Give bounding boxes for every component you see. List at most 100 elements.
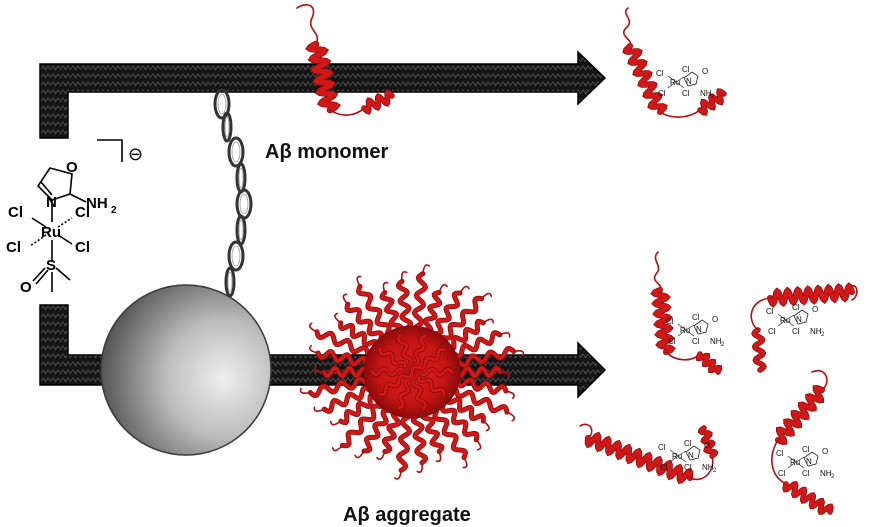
mini-oxygen-label: O xyxy=(812,305,818,314)
product-helix xyxy=(698,426,718,458)
ball-weight xyxy=(100,284,272,456)
aggregate-loop xyxy=(334,312,342,324)
sulfoxide-oxygen-label: O xyxy=(20,279,32,296)
ru-complex-structure xyxy=(29,139,123,292)
mini-nitrogen-label: N xyxy=(806,457,812,466)
mini-amine-label: NH xyxy=(710,337,722,346)
sulfur-label: S xyxy=(46,257,56,274)
mini-nitrogen-label: N xyxy=(796,315,802,324)
mini-chloride-label: Cl xyxy=(792,303,800,312)
chloride-label-lower-right: Cl xyxy=(75,239,90,256)
product-helix xyxy=(585,432,693,484)
chloride-label-lower-left: Cl xyxy=(6,239,21,256)
mini-nitrogen-label: N xyxy=(686,77,692,86)
aggregate-loop xyxy=(382,281,389,294)
mini-chloride-label: Cl xyxy=(778,469,786,478)
mini-chloride-label: Cl xyxy=(656,69,664,78)
mini-amine-label: NH xyxy=(820,469,832,478)
mini-chloride-label: Cl xyxy=(684,463,692,472)
mini-ruthenium-label: Ru xyxy=(680,326,690,335)
amine-subscript: 2 xyxy=(111,205,117,216)
product-helix xyxy=(767,283,855,307)
amine-label: NH xyxy=(86,195,108,212)
aggregate-loop xyxy=(435,450,442,463)
mini-bonds xyxy=(667,75,685,89)
aggregate-loop xyxy=(314,365,325,373)
aggregate-core-helix xyxy=(377,347,447,397)
mini-ruthenium-label: Ru xyxy=(670,78,680,87)
product-helix xyxy=(751,328,767,372)
mini-amine-subscript: 2 xyxy=(721,342,725,348)
mini-chloride-label: Cl xyxy=(658,89,666,98)
product-helix xyxy=(698,89,726,115)
mini-chloride-label: Cl xyxy=(658,443,666,452)
product-loop xyxy=(689,455,714,481)
mini-chloride-label: Cl xyxy=(766,307,774,316)
mini-bonds xyxy=(787,455,805,469)
aggregate-loop xyxy=(330,420,342,426)
abeta-monomer-helix xyxy=(296,4,395,116)
mini-chloride-label: Cl xyxy=(668,337,676,346)
mini-amine-label: NH xyxy=(810,327,822,336)
mini-bonds xyxy=(677,323,695,337)
aggregate-loop xyxy=(309,345,319,354)
mini-amine-subscript: 2 xyxy=(711,94,715,100)
aggregate-loop xyxy=(506,411,516,422)
mini-ruthenium-label: Ru xyxy=(672,452,682,461)
mini-chloride-label: Cl xyxy=(692,337,700,346)
mini-oxazole-ring xyxy=(803,451,819,467)
mini-chloride-label: Cl xyxy=(792,327,800,336)
product-helix xyxy=(623,43,667,115)
mini-oxygen-label: O xyxy=(702,67,708,76)
mini-chloride-label: Cl xyxy=(768,327,776,336)
mini-amine-subscript: 2 xyxy=(821,332,825,338)
aggregate-label: Aβ aggregate xyxy=(343,504,471,526)
monomer-helix-segment xyxy=(362,90,394,114)
mini-oxygen-label: O xyxy=(704,441,710,450)
aggregate-loop xyxy=(475,439,482,451)
product-loop xyxy=(659,109,701,118)
mini-nitrogen-label: N xyxy=(696,325,702,334)
aggregate-loop xyxy=(480,292,493,300)
product-helix xyxy=(696,352,722,374)
monomer-pathway-arrow xyxy=(39,50,607,139)
mini-amine-subscript: 2 xyxy=(713,468,717,474)
mini-chloride-label: Cl xyxy=(692,313,700,322)
chain xyxy=(213,88,253,298)
product-loop xyxy=(771,439,787,485)
chain-link xyxy=(227,136,245,168)
mini-chloride-label: Cl xyxy=(684,439,692,448)
aggregate-loop xyxy=(482,420,490,432)
mini-chloride-label: Cl xyxy=(776,449,784,458)
mini-oxygen-label: O xyxy=(822,447,828,456)
mini-amine-label: NH xyxy=(702,463,714,472)
aggregate-loop xyxy=(505,390,515,399)
oxazole-nitrogen-label: N xyxy=(46,194,57,211)
product-loop xyxy=(811,369,828,391)
mini-nitrogen-label: N xyxy=(688,451,694,460)
aggregate-loop xyxy=(342,293,349,305)
chain-link xyxy=(227,240,245,272)
mini-bonds xyxy=(777,313,795,327)
aggregate-loop xyxy=(308,322,318,333)
ruthenium-label: Ru xyxy=(41,224,61,241)
aggregate-loop xyxy=(313,406,326,412)
monomer-helix-segment xyxy=(306,41,340,113)
aggregate-loop xyxy=(376,450,386,461)
chain-link xyxy=(221,111,233,143)
product-loop xyxy=(750,297,771,331)
aggregate-loop xyxy=(438,283,448,294)
monomer-turn xyxy=(329,107,365,116)
aggregate-loop xyxy=(393,469,402,480)
aggregate-loop xyxy=(482,318,494,324)
aggregate-loop xyxy=(422,264,431,275)
chloride-label-upper-right: Cl xyxy=(75,204,90,221)
mini-chloride-label: Cl xyxy=(802,469,810,478)
mini-oxygen-label: O xyxy=(712,315,718,324)
aggregate-loop xyxy=(498,332,511,338)
ru-complex-labels: ⊖ O N NH 2 Cl Cl Ru Cl Cl S O xyxy=(6,144,143,296)
